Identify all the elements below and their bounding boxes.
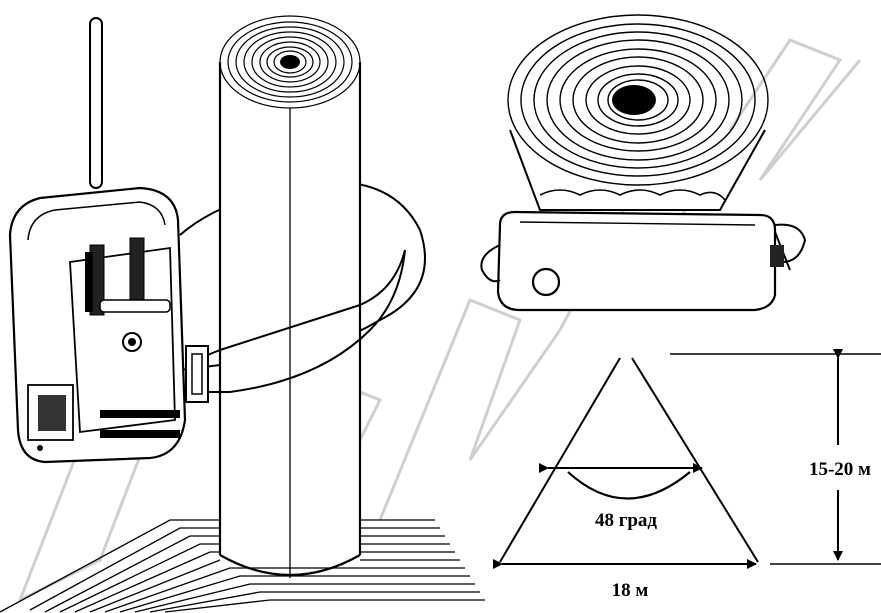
angle-label: 48 град — [595, 510, 657, 531]
mounting-strap-front — [185, 249, 406, 403]
width-label: 18 м — [612, 580, 649, 601]
range-label: 15-20 м — [809, 459, 871, 480]
stump-top-view — [507, 14, 769, 211]
camera-side-view — [8, 17, 187, 464]
detection-zone-diagram — [493, 349, 881, 569]
tree-trunk — [218, 15, 362, 578]
ground-hatching — [0, 519, 485, 613]
antenna-icon — [89, 17, 103, 189]
angle-arc — [567, 471, 691, 500]
camera-top-view — [480, 210, 807, 312]
